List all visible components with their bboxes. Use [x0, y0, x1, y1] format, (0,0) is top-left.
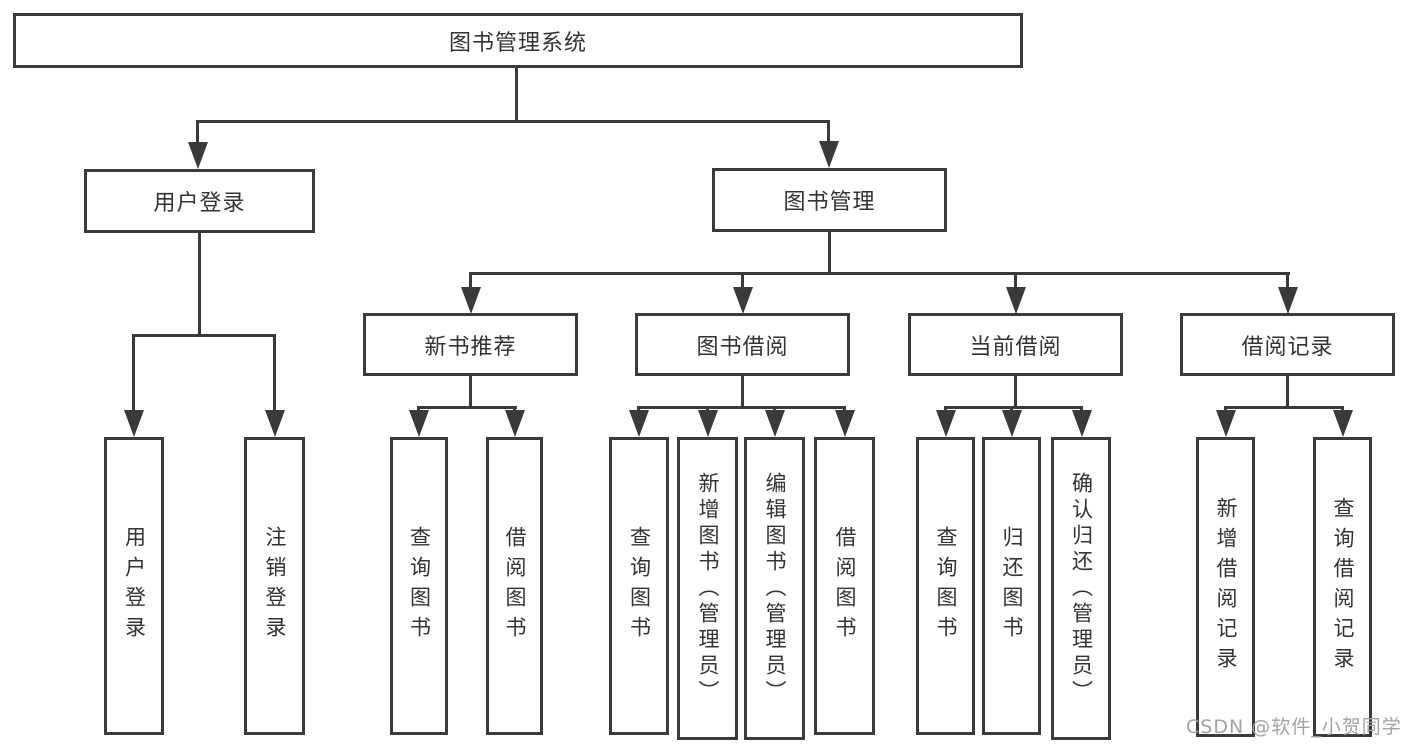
leaf-recommend-borrow-book: 借阅图书: [486, 437, 543, 735]
connector-line: [741, 374, 744, 409]
arrowhead-icon: [188, 142, 208, 169]
arrowhead-icon: [1006, 287, 1026, 314]
node-book-management: 图书管理: [712, 168, 947, 232]
node-current-borrow: 当前借阅: [908, 313, 1123, 376]
connector-line: [469, 272, 1290, 275]
connector-line: [515, 66, 518, 123]
node-borrow-records: 借阅记录: [1180, 313, 1395, 376]
arrowhead-icon: [265, 410, 285, 437]
arrowhead-icon: [1072, 410, 1092, 437]
csdn-watermark: CSDN @软件_小贺同学: [1186, 716, 1402, 738]
arrowhead-icon: [461, 287, 481, 314]
node-book-borrow: 图书借阅: [635, 313, 850, 376]
arrowhead-icon: [1216, 410, 1236, 437]
connector-line: [469, 374, 472, 409]
arrowhead-icon: [629, 410, 649, 437]
connector-line: [1014, 272, 1017, 288]
leaf-current-return-book: 归还图书: [982, 437, 1041, 735]
connector-line: [196, 120, 199, 145]
leaf-borrow-add-book-admin: 新增图书（管理员）: [677, 437, 738, 740]
leaf-borrow-query-book: 查询图书: [609, 437, 669, 735]
connector-line: [273, 334, 276, 413]
arrowhead-icon: [1333, 410, 1353, 437]
arrowhead-icon: [698, 410, 718, 437]
connector-line: [198, 231, 201, 337]
connector-line: [827, 120, 830, 144]
arrowhead-icon: [733, 287, 753, 314]
node-library-system: 图书管理系统: [13, 13, 1023, 68]
leaf-user-login-label: 用户登录: [122, 526, 147, 646]
arrowhead-icon: [936, 410, 956, 437]
leaf-user-login: 用户登录: [104, 437, 164, 735]
connector-line: [1286, 272, 1289, 288]
leaf-borrow-edit-book-admin-label: 编辑图书（管理员）: [763, 471, 787, 706]
leaf-borrow-borrow-book-label: 借阅图书: [833, 526, 857, 646]
arrowhead-icon: [505, 410, 525, 437]
leaf-records-add-record: 新增借阅记录: [1196, 437, 1255, 737]
leaf-borrow-query-book-label: 查询图书: [627, 526, 652, 646]
leaf-current-query-book-label: 查询图书: [934, 526, 958, 646]
leaf-records-add-record-label: 新增借阅记录: [1214, 497, 1238, 677]
connector-line: [196, 120, 830, 123]
arrowhead-icon: [819, 141, 839, 168]
connector-line: [1286, 374, 1289, 409]
connector-line: [1224, 406, 1344, 409]
connector-line: [469, 272, 472, 288]
leaf-borrow-add-book-admin-label: 新增图书（管理员）: [696, 471, 720, 706]
leaf-borrow-edit-book-admin: 编辑图书（管理员）: [744, 437, 805, 740]
leaf-current-return-book-label: 归还图书: [1000, 526, 1024, 646]
leaf-current-confirm-return-admin-label: 确认归还（管理员）: [1069, 471, 1094, 706]
node-new-book-recommend: 新书推荐: [363, 313, 578, 376]
leaf-logout-label: 注销登录: [263, 526, 287, 646]
leaf-records-query-record-label: 查询借阅记录: [1331, 497, 1355, 677]
arrowhead-icon: [124, 410, 144, 437]
arrowhead-icon: [1278, 287, 1298, 314]
node-user-login: 用户登录: [84, 169, 315, 233]
arrowhead-icon: [1002, 410, 1022, 437]
leaf-recommend-query-book-label: 查询图书: [407, 526, 432, 646]
leaf-recommend-query-book: 查询图书: [390, 437, 448, 735]
arrowhead-icon: [409, 410, 429, 437]
connector-line: [944, 406, 1083, 409]
connector-line: [132, 334, 135, 413]
connector-line: [417, 406, 517, 409]
leaf-borrow-borrow-book: 借阅图书: [814, 437, 875, 735]
leaf-current-query-book: 查询图书: [916, 437, 975, 735]
connector-line: [1014, 374, 1017, 409]
leaf-current-confirm-return-admin: 确认归还（管理员）: [1051, 437, 1111, 740]
arrowhead-icon: [765, 410, 785, 437]
arrowhead-icon: [835, 410, 855, 437]
connector-line: [828, 230, 831, 275]
connector-line: [637, 406, 846, 409]
leaf-records-query-record: 查询借阅记录: [1313, 437, 1372, 737]
connector-line: [132, 334, 276, 337]
leaf-logout: 注销登录: [244, 437, 305, 735]
connector-line: [741, 272, 744, 288]
leaf-recommend-borrow-book-label: 借阅图书: [503, 526, 527, 646]
